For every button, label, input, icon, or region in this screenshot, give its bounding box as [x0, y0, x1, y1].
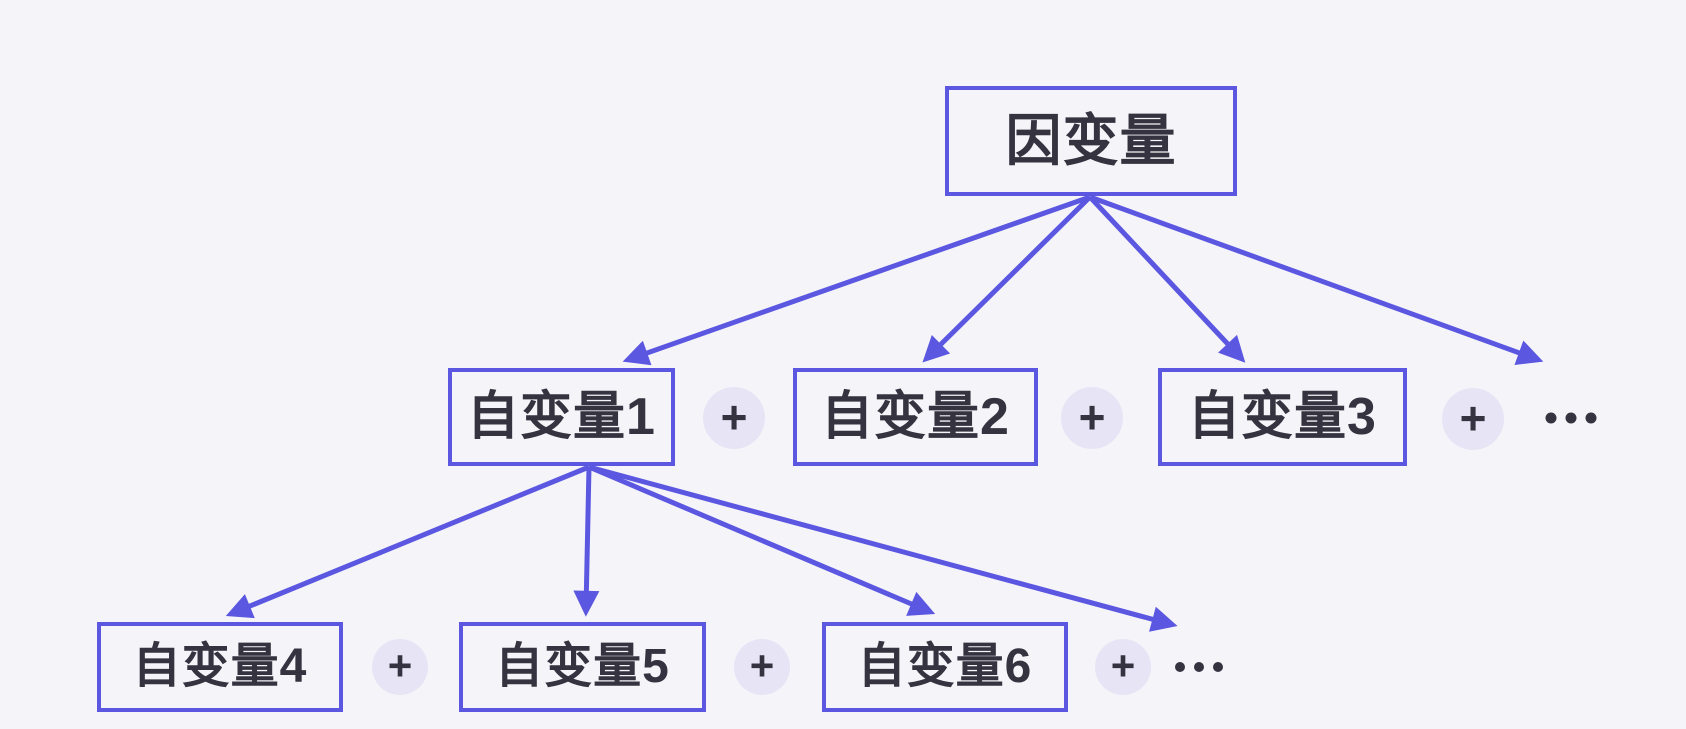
arrow-iv1-to-iv4 [225, 464, 590, 619]
plus-operator-label: + [720, 390, 748, 443]
plus-operator: + [734, 639, 790, 695]
node-label: 自变量6 [857, 640, 1033, 693]
arrow-root-to-more [1089, 194, 1544, 366]
plus-operator: + [1061, 387, 1123, 449]
plus-operator: + [703, 387, 765, 449]
arrow-root-to-iv2 [922, 195, 1092, 363]
more-dots-icon [1545, 412, 1597, 424]
plus-operator-label: + [1110, 641, 1136, 689]
plus-operator-label: + [1459, 391, 1487, 444]
dot [1565, 412, 1577, 424]
node-independent-variable-1: 自变量1 [448, 368, 675, 466]
arrow-iv1-to-more [588, 464, 1178, 632]
dot [1194, 662, 1204, 672]
arrow-iv1-to-iv6 [588, 464, 936, 616]
plus-operator: + [1095, 639, 1151, 695]
node-independent-variable-3: 自变量3 [1158, 368, 1407, 466]
node-independent-variable-6: 自变量6 [822, 622, 1068, 712]
plus-operator: + [372, 639, 428, 695]
node-label: 自变量1 [467, 388, 656, 446]
arrow-root-to-iv1 [622, 194, 1091, 366]
node-independent-variable-4: 自变量4 [97, 622, 343, 712]
plus-operator-label: + [749, 641, 775, 689]
arrow-root-to-iv3 [1088, 195, 1246, 363]
dot [1175, 662, 1185, 672]
node-label: 自变量3 [1188, 388, 1377, 446]
node-independent-variable-2: 自变量2 [793, 368, 1038, 466]
node-label: 自变量5 [495, 640, 670, 693]
more-dots-icon [1175, 662, 1223, 672]
plus-operator-label: + [1078, 390, 1106, 443]
node-independent-variable-5: 自变量5 [459, 622, 706, 712]
node-dependent-variable: 因变量 [945, 86, 1237, 196]
arrow-iv1-to-iv5 [573, 466, 600, 617]
node-label: 自变量4 [132, 640, 308, 693]
plus-operator-label: + [387, 641, 413, 689]
dot [1213, 662, 1223, 672]
node-label: 自变量2 [821, 388, 1010, 446]
node-label: 因变量 [1005, 109, 1177, 172]
plus-operator: + [1442, 388, 1504, 450]
dot [1585, 412, 1597, 424]
dot [1545, 412, 1557, 424]
